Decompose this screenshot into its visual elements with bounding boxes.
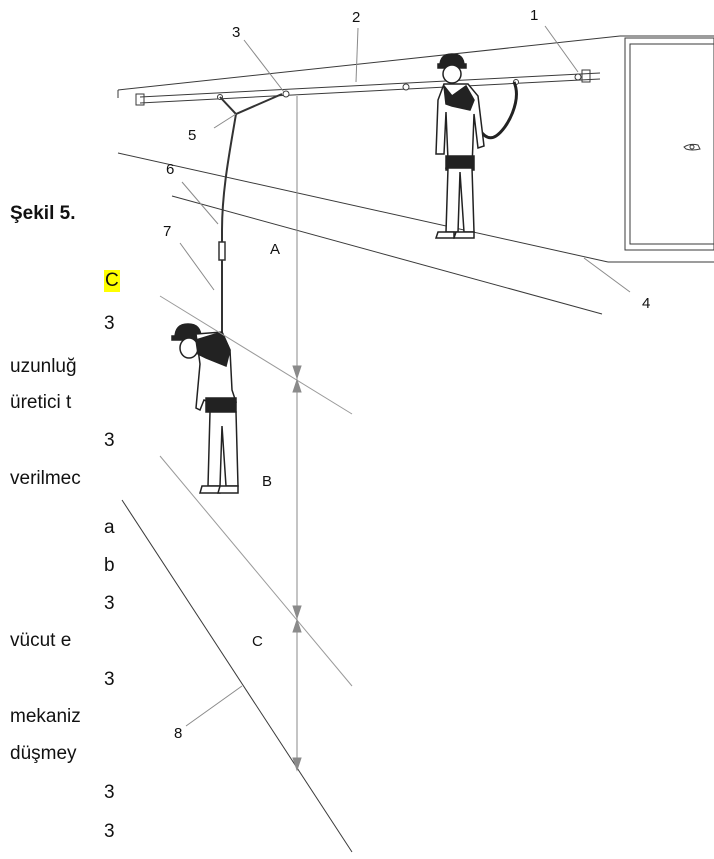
callout-1: 1 xyxy=(530,7,538,24)
callout-4: 4 xyxy=(642,295,650,312)
text-fragment: 3 xyxy=(104,593,115,614)
figure-caption: Şekil 5. xyxy=(10,203,76,224)
clearance-dimension xyxy=(292,96,302,772)
text-fragment: mekaniz xyxy=(10,706,81,727)
figure-background xyxy=(118,0,714,859)
text-fragment: düşmey xyxy=(10,743,77,764)
text-fragment: vücut e xyxy=(10,630,72,651)
callout-3: 3 xyxy=(232,24,240,41)
zone-label-a: A xyxy=(270,241,280,258)
text-fragment: a xyxy=(104,517,115,538)
text-fragment: b xyxy=(104,555,115,576)
callout-6: 6 xyxy=(166,161,174,178)
horizontal-rail xyxy=(135,69,601,106)
text-fragment: 3 xyxy=(104,821,115,842)
wall-structure xyxy=(117,35,714,315)
zone-boundaries xyxy=(159,295,353,687)
text-fragment: verilmec xyxy=(10,468,81,489)
callout-7: 7 xyxy=(163,223,171,240)
ground-line xyxy=(121,499,353,853)
zone-label-b: B xyxy=(262,473,272,490)
text-fragment: 3 xyxy=(104,430,115,451)
text-fragment: 3 xyxy=(104,669,115,690)
text-fragment: uzunluğ xyxy=(10,356,77,377)
standing-worker xyxy=(434,53,485,239)
callout-5: 5 xyxy=(188,127,196,144)
callout-leaders xyxy=(179,25,631,727)
callout-8: 8 xyxy=(174,725,182,742)
suspended-worker xyxy=(171,323,239,494)
door xyxy=(624,37,714,251)
zone-label-c: C xyxy=(252,633,263,650)
shock-absorber xyxy=(218,241,226,261)
callout-2: 2 xyxy=(352,9,360,26)
text-fragment: 3 xyxy=(104,313,115,334)
highlighted-fragment: C xyxy=(104,270,120,292)
text-fragment: 3 xyxy=(104,782,115,803)
text-fragment: üretici t xyxy=(10,392,72,413)
